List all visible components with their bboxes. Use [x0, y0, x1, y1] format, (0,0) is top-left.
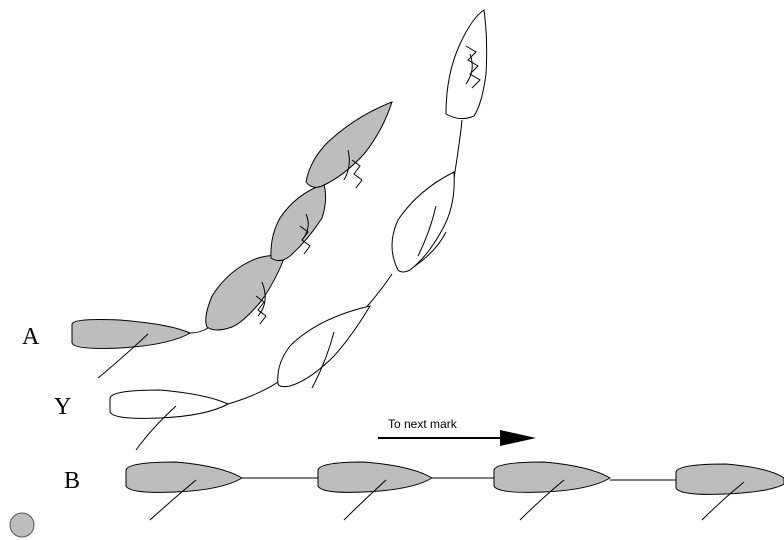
boat-y-track-line-1: [228, 378, 284, 404]
boat-y-position-4: [446, 10, 487, 119]
direction-label: To next mark: [388, 417, 458, 431]
boat-y-label: Y: [54, 394, 71, 420]
boat-b-position-3: [494, 462, 610, 520]
circle-mark-icon: [10, 513, 34, 537]
boat-a-position-2: [206, 255, 285, 330]
boat-y-track-line-4: [454, 120, 462, 178]
boat-y-track-line-2: [364, 274, 392, 310]
right-arrow-icon: [378, 430, 536, 446]
boat-a-label: A: [22, 324, 40, 350]
boat-b-label: B: [64, 468, 80, 494]
boat-a-track-line: [190, 328, 208, 333]
boat-y-position-1: [110, 390, 228, 450]
boat-b-position-4: [676, 464, 784, 520]
boat-b-position-2: [318, 462, 432, 520]
boat-a-position-1: [72, 320, 190, 379]
direction-indicator: To next mark: [378, 417, 536, 446]
boat-y-position-3: [392, 172, 454, 272]
boat-y-position-2: [278, 306, 370, 388]
boat-a-position-4: [306, 102, 392, 188]
boat-a-position-3: [271, 184, 326, 261]
boat-b-position-1: [126, 462, 242, 520]
boat-b-track: [126, 462, 784, 520]
